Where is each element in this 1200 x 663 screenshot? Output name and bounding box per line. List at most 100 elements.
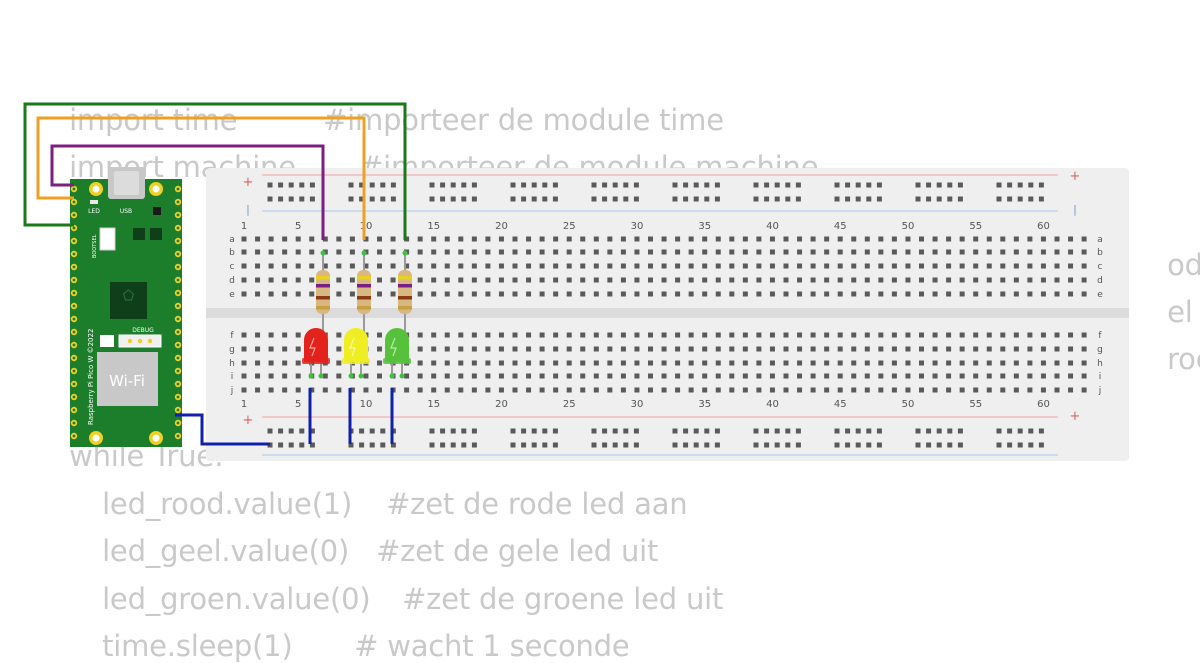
breadboard-hole — [824, 332, 830, 338]
breadboard-hole — [566, 291, 572, 297]
breadboard-hole — [946, 332, 952, 338]
breadboard-hole — [377, 387, 382, 393]
pico-pin-hole — [176, 291, 180, 295]
rail-hole — [672, 442, 678, 448]
breadboard-hole — [986, 332, 992, 338]
breadboard-hole — [661, 236, 667, 242]
breadboard-hole — [648, 249, 653, 255]
debug-header-block — [100, 335, 114, 347]
breadboard-hole — [1013, 249, 1019, 255]
breadboard-hole — [1040, 373, 1046, 379]
breadboard-hole — [539, 236, 545, 242]
breadboard-hole — [607, 373, 613, 379]
breadboard-hole — [458, 373, 464, 379]
breadboard-hole — [336, 360, 342, 366]
breadboard-hole — [431, 360, 437, 366]
row-letter: c — [230, 262, 235, 272]
wifi-label: Wi-Fi — [109, 372, 145, 390]
column-number-bottom: 25 — [563, 399, 576, 410]
column-number-bottom: 5 — [295, 399, 301, 410]
breadboard-hole — [322, 387, 328, 393]
rail-hole — [936, 182, 942, 188]
breadboard-hole — [661, 332, 667, 338]
rail-hole — [612, 182, 618, 188]
resistor-band — [357, 306, 371, 310]
breadboard-hole — [769, 360, 775, 366]
breadboard-hole — [634, 332, 640, 338]
code-comment-led-2: el a — [1131, 264, 1200, 328]
rail-hole — [926, 196, 932, 202]
code-comment: #importeer de module time — [323, 103, 724, 137]
breadboard-hole — [959, 236, 965, 242]
row-letter: c — [1098, 262, 1103, 272]
breadboard-hole — [1081, 291, 1087, 297]
column-number-top: 30 — [631, 221, 644, 232]
breadboard-hole — [702, 277, 708, 283]
resistor-band — [357, 284, 371, 288]
breadboard-hole — [295, 332, 301, 338]
breadboard-hole — [905, 346, 911, 352]
breadboard-hole — [607, 277, 613, 283]
pico-pin-hole — [176, 304, 180, 308]
breadboard-hole — [675, 277, 681, 283]
bottom-left-plus: + — [243, 413, 254, 428]
row-letter: b — [1097, 248, 1103, 258]
breadboard-hole — [268, 360, 274, 366]
breadboard-hole — [309, 249, 315, 255]
breadboard-hole — [417, 277, 423, 283]
row-letter: h — [1097, 359, 1103, 369]
breadboard-hole — [417, 263, 423, 269]
rail-hole — [369, 428, 375, 434]
breadboard-hole — [1000, 387, 1006, 393]
pico-pin-hole — [176, 226, 180, 230]
row-letter: i — [231, 372, 234, 382]
rail-hole — [278, 182, 284, 188]
rail-hole — [612, 442, 618, 448]
breadboard-hole — [715, 360, 721, 366]
breadboard-hole — [973, 332, 979, 338]
breadboard-hole — [959, 332, 965, 338]
breadboard-hole — [607, 346, 613, 352]
breadboard-hole — [769, 249, 775, 255]
breadboard-hole — [905, 387, 911, 393]
breadboard-hole — [539, 332, 545, 338]
breadboard-hole — [417, 332, 423, 338]
breadboard-hole — [1054, 277, 1060, 283]
breadboard-hole — [986, 236, 992, 242]
rail-hole — [876, 442, 882, 448]
rail-hole — [531, 196, 537, 202]
breadboard-hole — [837, 277, 843, 283]
breadboard-hole — [959, 360, 965, 366]
rail-hole — [866, 442, 872, 448]
bootsel-button[interactable] — [99, 227, 116, 251]
pico-pin-hole — [176, 382, 180, 386]
breadboard-hole — [824, 277, 830, 283]
breadboard-hole — [715, 249, 721, 255]
rail-hole — [278, 442, 284, 448]
breadboard-hole — [986, 387, 992, 393]
rail-hole — [602, 182, 608, 188]
led-label: LED — [88, 208, 100, 215]
breadboard-hole — [620, 263, 626, 269]
breadboard-hole — [634, 249, 640, 255]
rail-hole — [947, 428, 953, 434]
pico-pin-hole — [72, 252, 76, 256]
breadboard-hole — [878, 236, 884, 242]
breadboard-hole — [471, 373, 477, 379]
breadboard-hole — [675, 263, 681, 269]
breadboard-hole — [580, 346, 586, 352]
breadboard-hole — [1054, 373, 1060, 379]
rail-hole — [672, 428, 678, 434]
breadboard-hole — [742, 346, 748, 352]
breadboard-hole — [648, 263, 653, 269]
column-number-top: 10 — [360, 221, 373, 232]
breadboard-hole — [946, 387, 952, 393]
breadboard-hole — [1081, 360, 1087, 366]
breadboard-hole — [322, 236, 328, 242]
column-number-top: 40 — [766, 221, 779, 232]
breadboard-hole — [458, 236, 464, 242]
column-number-bottom: 30 — [631, 399, 644, 410]
breadboard-hole — [851, 360, 857, 366]
breadboard-hole — [444, 249, 450, 255]
row-letter: g — [229, 345, 235, 355]
